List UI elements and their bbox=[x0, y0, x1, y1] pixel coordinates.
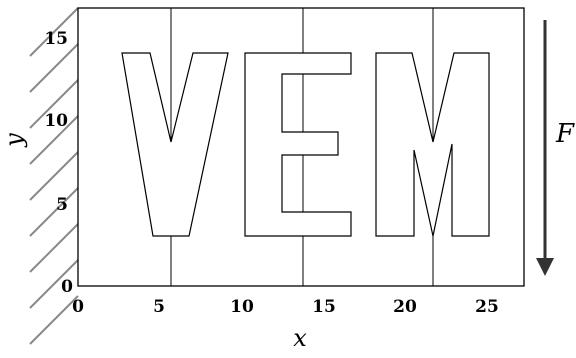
x-tick-5: 5 bbox=[153, 297, 165, 317]
letter-e-outline bbox=[244, 52, 352, 237]
x-tick-10: 10 bbox=[230, 297, 254, 317]
clamped-support-hatching bbox=[29, 7, 79, 345]
y-tick-15: 15 bbox=[44, 29, 68, 49]
y-tick-0: 0 bbox=[61, 277, 73, 297]
x-tick-25: 25 bbox=[475, 297, 499, 317]
x-tick-0: 0 bbox=[72, 297, 84, 317]
load-label: F bbox=[555, 119, 575, 149]
arrow-down-icon bbox=[536, 258, 554, 276]
x-tick-20: 20 bbox=[393, 297, 417, 317]
x-tick-15: 15 bbox=[312, 297, 336, 317]
x-axis-label: x bbox=[293, 324, 307, 352]
y-tick-5: 5 bbox=[56, 195, 68, 215]
letter-v-outline bbox=[121, 52, 229, 237]
y-tick-10: 10 bbox=[44, 111, 68, 131]
y-axis-label: y bbox=[0, 133, 28, 148]
load-arrow bbox=[536, 20, 554, 276]
letter-m-outline bbox=[375, 52, 490, 237]
